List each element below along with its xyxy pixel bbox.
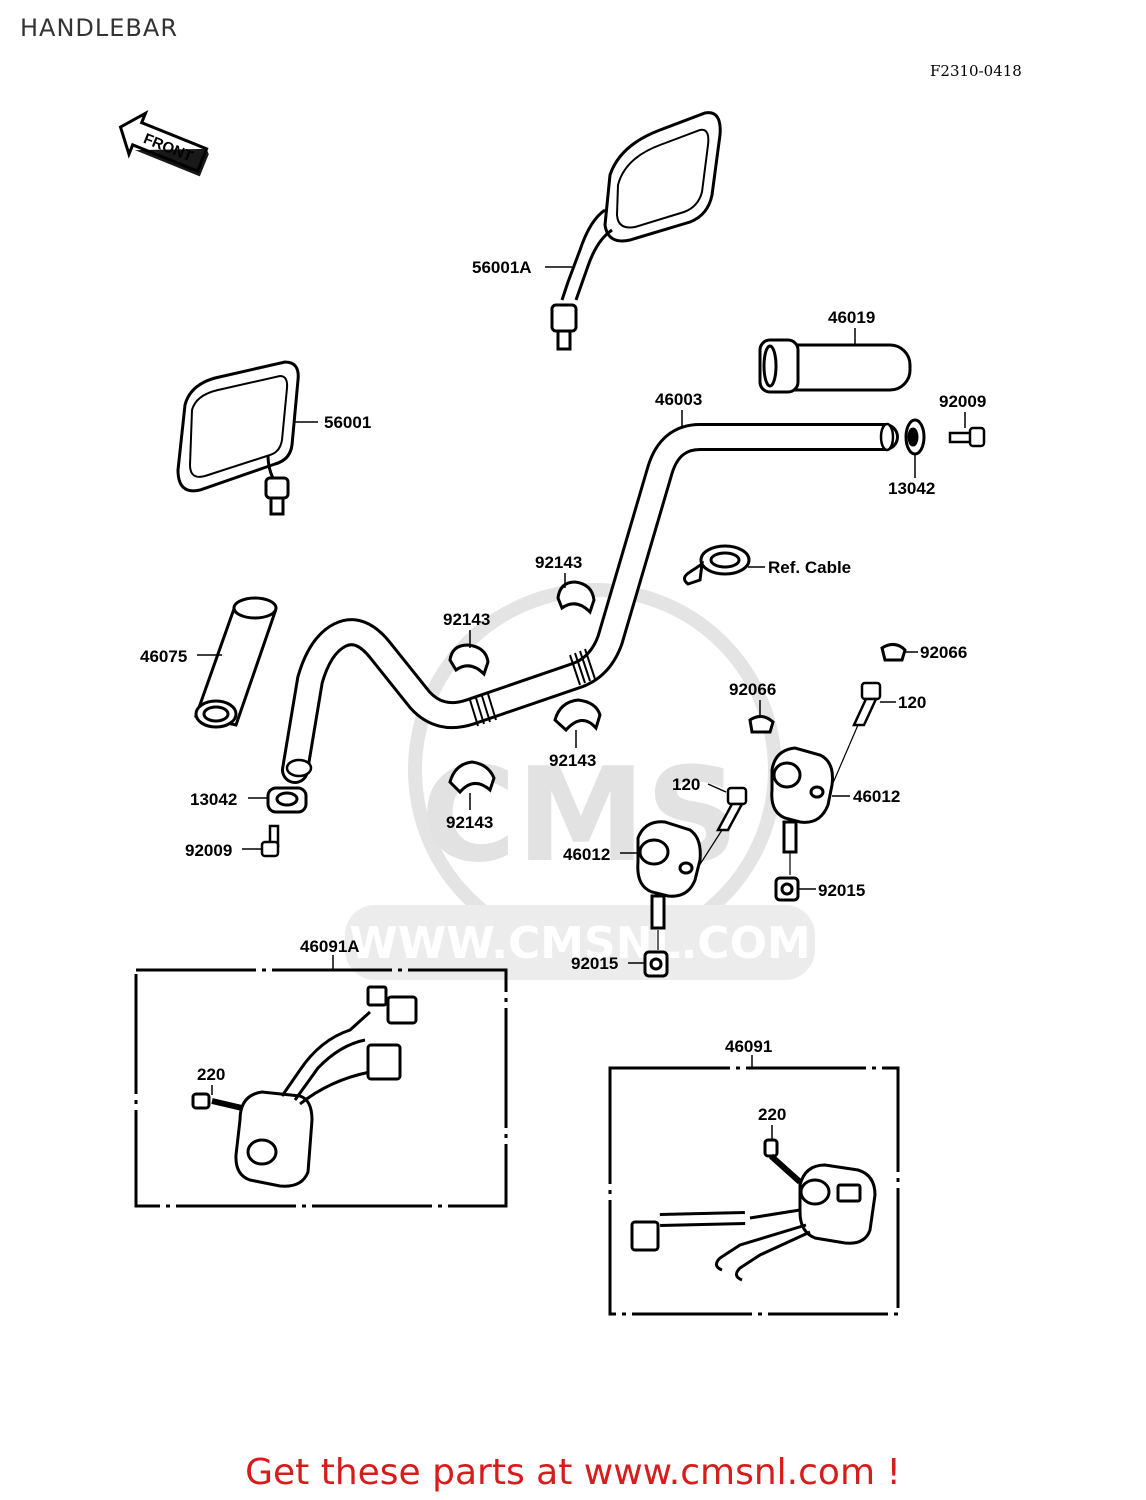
label-46003: 46003 [655, 390, 702, 409]
label-46091A: 46091A [300, 937, 360, 956]
switch-left-icon [191, 985, 418, 1188]
switch-right-icon [630, 1138, 877, 1282]
drawing-code: F2310-0418 [930, 62, 1022, 80]
label-92009-right: 92009 [939, 392, 986, 411]
label-220-left: 220 [197, 1065, 225, 1084]
label-92009-left: 92009 [185, 841, 232, 860]
label-120-middle: 120 [672, 775, 700, 794]
page-title: HANDLEBAR [20, 14, 178, 42]
label-92066-right: 92066 [920, 643, 967, 662]
mirror-right-icon [550, 111, 722, 351]
label-120-right: 120 [898, 693, 926, 712]
cap-icon [748, 643, 907, 734]
watermark-logo: CMS WWW.CMSNL.COM [345, 583, 815, 980]
switch-left-box [134, 955, 508, 1208]
footer-promo-text: Get these parts at www.cmsnl.com ! [245, 1452, 901, 1493]
label-92143-upper-left: 92143 [443, 610, 490, 629]
end-weight-left-icon [266, 786, 308, 814]
switch-right-box [608, 1055, 900, 1316]
mirror-left-icon [176, 360, 300, 516]
label-92015-left: 92015 [571, 954, 618, 973]
label-92015-right: 92015 [818, 881, 865, 900]
label-92143-lower-left: 92143 [446, 813, 493, 832]
label-92066-middle: 92066 [729, 680, 776, 699]
label-46019: 46019 [828, 308, 875, 327]
handlebar-icon [281, 422, 899, 784]
watermark-url: WWW.CMSNL.COM [349, 918, 811, 969]
label-46091: 46091 [725, 1037, 772, 1056]
clamp-half-icon [448, 580, 602, 795]
label-46075: 46075 [140, 647, 187, 666]
label-56001: 56001 [324, 413, 371, 432]
label-92143-lower-right: 92143 [549, 751, 596, 770]
knurl-icon [469, 648, 596, 727]
label-92143-top: 92143 [535, 553, 582, 572]
label-ref-cable: Ref. Cable [768, 558, 851, 577]
front-direction-icon: FRONT [118, 110, 209, 177]
nut-icon [643, 876, 800, 978]
label-56001A: 56001A [472, 258, 532, 277]
end-weight-bolt-left-icon [260, 824, 280, 858]
end-weight-right-icon [904, 418, 926, 456]
handlebar-holder-left-icon [636, 820, 702, 930]
label-46012-right: 46012 [853, 787, 900, 806]
left-grip-icon [194, 596, 278, 729]
cable-clamp-icon [683, 544, 751, 586]
label-46012-left: 46012 [563, 845, 610, 864]
label-13042-left: 13042 [190, 790, 237, 809]
end-weight-bolt-right-icon [948, 426, 986, 448]
holder-bolt-icon [715, 681, 882, 832]
parts-diagram: CMS WWW.CMSNL.COM FRONT [118, 110, 986, 1316]
throttle-grip-icon [758, 338, 912, 394]
label-220-right: 220 [758, 1105, 786, 1124]
label-13042-right: 13042 [888, 479, 935, 498]
handlebar-holder-right-icon [770, 746, 834, 854]
